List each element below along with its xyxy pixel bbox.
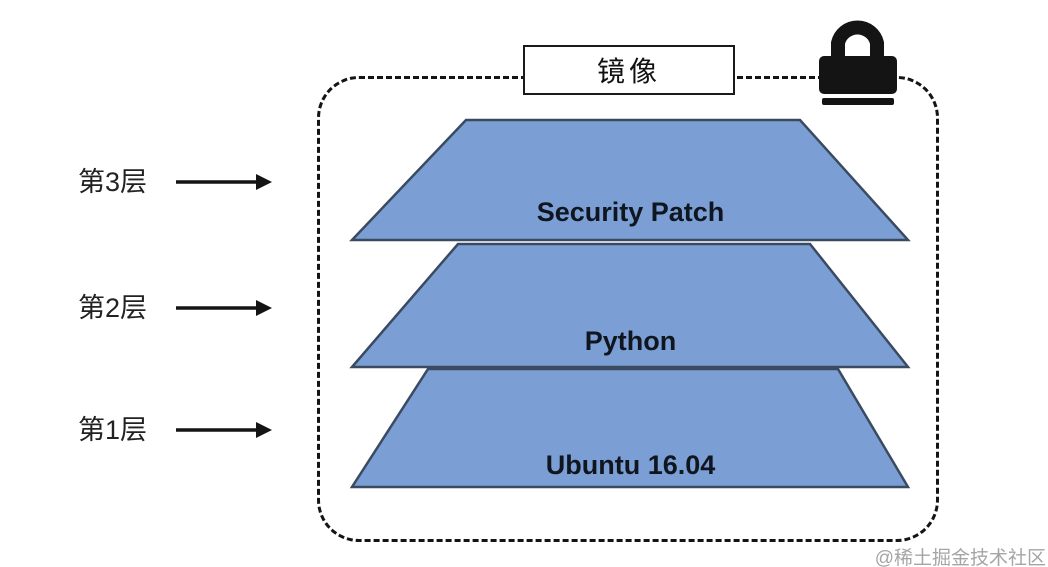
layer-3-arrow <box>176 174 272 190</box>
layer-2-arrow <box>176 300 272 316</box>
layer-2-side-label: 第2层 <box>78 293 148 323</box>
layer-3-name-label: Security Patch <box>536 197 725 227</box>
layer-1-arrow <box>176 422 272 438</box>
layer-1-name-label: Ubuntu 16.04 <box>545 450 716 480</box>
layer-3-side-label: 第3层 <box>78 167 148 197</box>
image-title-label: 镜像 <box>596 56 661 87</box>
layer-3-trapezoid <box>349 118 911 242</box>
image-title-box: 镜像 <box>523 45 735 95</box>
lock-icon <box>819 20 897 105</box>
watermark-text: @稀土掘金技术社区 <box>874 548 1046 567</box>
layer-2-trapezoid <box>349 242 911 369</box>
layer-1-side-label: 第1层 <box>78 415 148 445</box>
layer-1-trapezoid <box>349 367 911 489</box>
layer-2-name-label: Python <box>584 326 677 356</box>
